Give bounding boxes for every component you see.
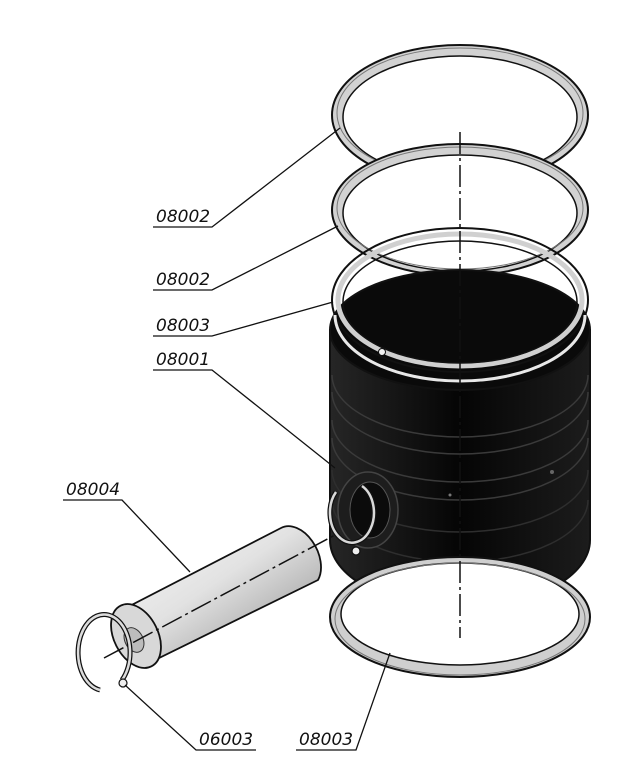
circlip-right (327, 483, 377, 556)
callout-ring-bottom: 08003 (299, 730, 353, 750)
piston-pin (103, 525, 336, 669)
leader-lines (63, 127, 391, 751)
callout-labels: 08002 08002 08003 08001 08004 06003 0800… (66, 207, 353, 750)
callout-piston: 08001 (156, 350, 210, 370)
callout-pin: 08004 (66, 480, 120, 500)
callout-circlip: 06003 (199, 730, 253, 750)
callout-ring-top: 08002 (156, 207, 210, 227)
circlip-left (75, 611, 133, 693)
piston-ring-top (331, 44, 589, 186)
callout-ring-second: 08002 (156, 270, 210, 290)
callout-ring-oil: 08003 (156, 316, 210, 336)
